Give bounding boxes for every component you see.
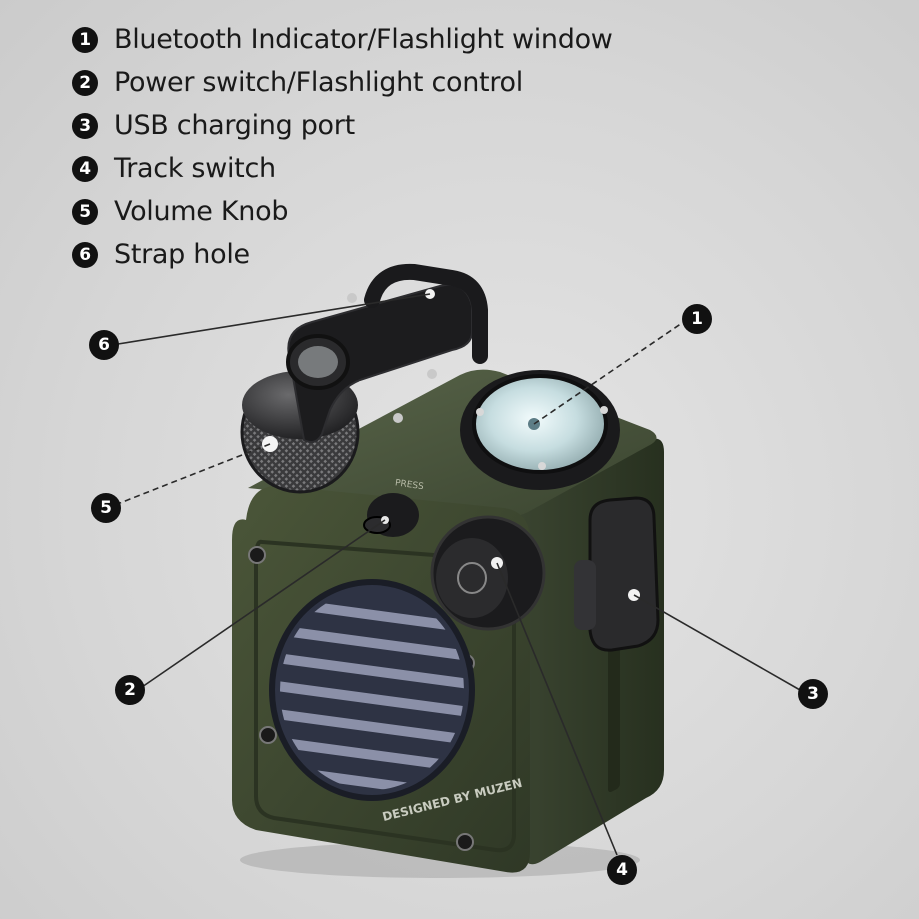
strap-bracket [286,263,488,443]
leader-line-5 [119,443,271,504]
legend-item-usb-port: 3 USB charging port [72,104,613,147]
number-badge: 6 [72,241,98,268]
track-switch[interactable] [430,515,546,631]
number-badge: 3 [72,112,98,139]
leader-line-6 [117,293,431,345]
callout-4: 4 [607,855,637,885]
leader-line-2 [141,519,386,688]
leader-lines [117,293,801,856]
svg-text:2: 2 [124,680,136,700]
callout-5: 5 [91,493,121,523]
legend-label: Strap hole [114,239,250,270]
svg-text:5: 5 [100,498,112,518]
leader-line-3 [633,594,801,691]
strap-handle [364,263,488,364]
legend-label: Track switch [114,153,276,184]
leader-line-4 [496,562,618,856]
legend-item-strap-hole: 6 Strap hole [72,233,613,276]
legend-list: 1 Bluetooth Indicator/Flashlight window 2… [72,18,613,276]
legend-item-track-switch: 4 Track switch [72,147,613,190]
callout-2: 2 [115,675,145,705]
number-badge: 5 [72,198,98,225]
svg-text:4: 4 [616,860,628,880]
legend-label: Power switch/Flashlight control [114,67,523,98]
callout-1: 1 [682,304,712,334]
legend-item-bluetooth-indicator: 1 Bluetooth Indicator/Flashlight window [72,18,613,61]
svg-text:1: 1 [691,309,703,329]
number-badge: 1 [72,26,98,53]
legend-item-volume-knob: 5 Volume Knob [72,190,613,233]
callout-6: 6 [89,330,119,360]
press-label: PRESS [394,478,424,492]
svg-text:6: 6 [98,335,110,355]
svg-text:3: 3 [807,684,819,704]
usb-port-cover[interactable] [574,496,660,652]
number-badge: 4 [72,155,98,182]
legend-label: Volume Knob [114,196,289,227]
number-badge: 2 [72,69,98,96]
legend-label: USB charging port [114,110,355,141]
flashlight-window [460,370,620,490]
callout-3: 3 [798,679,828,709]
legend-item-power-switch: 2 Power switch/Flashlight control [72,61,613,104]
legend-label: Bluetooth Indicator/Flashlight window [114,24,613,55]
